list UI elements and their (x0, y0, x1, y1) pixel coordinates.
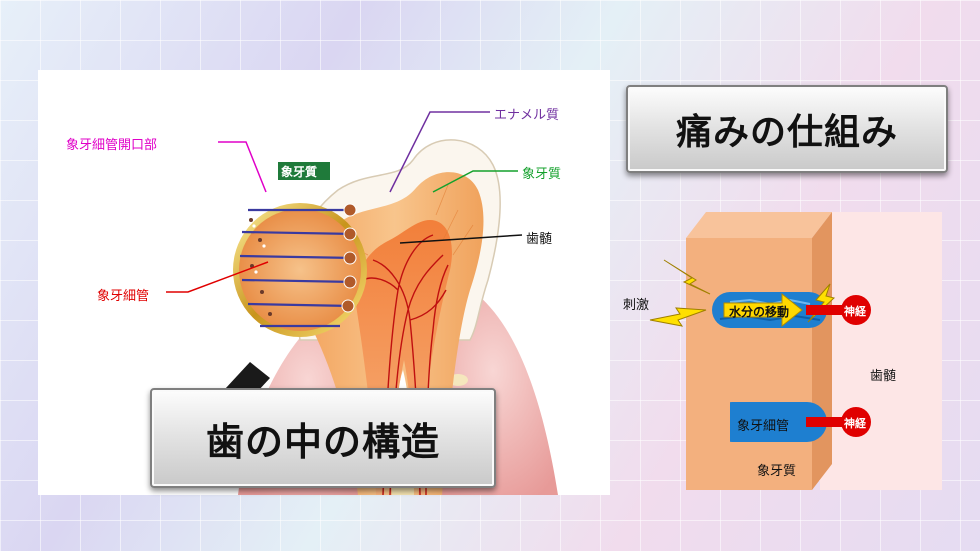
label-tubule-right: 象牙細管 (737, 419, 790, 434)
leader-enamel (389, 111, 490, 193)
leader-tubule-opening (218, 141, 267, 193)
leader-dentin (432, 170, 518, 193)
label-water-movement: 水分の移動 (729, 305, 790, 319)
label-pulp-right: 歯髄 (870, 369, 897, 384)
dentin-block-top (686, 212, 832, 238)
label-dentin-right: 象牙質 (757, 464, 797, 479)
zap-right (807, 283, 836, 323)
pain-mechanism-diagram (649, 212, 942, 490)
leader-pulp (399, 234, 523, 244)
label-tubule: 象牙細管 (97, 289, 150, 304)
nerve-bottom-line (806, 417, 846, 427)
dentin-block-front (686, 238, 812, 490)
nerve-top-line (806, 305, 846, 315)
title-pain-mechanism-text: 痛みの仕組み (675, 112, 898, 153)
label-pulp: 歯髄 (526, 232, 553, 247)
nerve-bottom (841, 407, 871, 437)
water-arrow (723, 292, 803, 328)
label-nerve-top: 神経 (844, 305, 866, 318)
label-nerve-bottom: 神経 (844, 417, 866, 430)
magnifier-lens (239, 209, 361, 331)
title-pain-mechanism: 痛みの仕組み (626, 85, 948, 173)
pain-mechanism-panel (620, 212, 942, 490)
label-stimulus: 刺激 (623, 298, 650, 313)
title-tooth-structure-text: 歯の中の構造 (205, 419, 440, 464)
label-dentin: 象牙質 (522, 167, 562, 182)
pulp-area (820, 212, 942, 490)
nerve-top (841, 295, 871, 325)
zap-top-left (663, 259, 711, 295)
closed-tubule (712, 402, 827, 442)
label-enamel: エナメル質 (494, 108, 560, 123)
title-tooth-structure: 歯の中の構造 (150, 388, 496, 488)
magnifier-tag-label: 象牙質 (281, 165, 318, 179)
leader-tubule (166, 261, 269, 293)
magnifier-tag-bg (278, 162, 330, 180)
dentin-block-side (812, 212, 832, 490)
zap-bottom-left (649, 307, 707, 327)
label-tubule-opening: 象牙細管開口部 (66, 138, 158, 153)
